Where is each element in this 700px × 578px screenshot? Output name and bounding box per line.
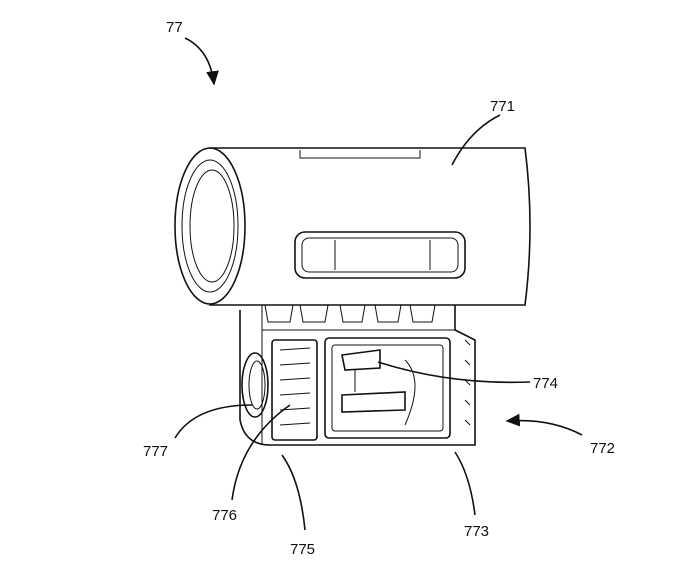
label-772: 772 [590, 440, 615, 457]
label-775: 775 [290, 541, 315, 558]
label-773: 773 [464, 523, 489, 540]
label-777: 777 [143, 443, 168, 460]
tube [174, 147, 531, 306]
arrow-77 [184, 37, 219, 86]
leader-777 [174, 404, 253, 439]
label-771: 771 [490, 98, 515, 115]
clip-assembly [239, 304, 476, 446]
leader-776 [231, 404, 291, 501]
leader-774 [377, 361, 531, 384]
leader-775 [281, 454, 306, 531]
leader-771 [451, 114, 501, 166]
label-77: 77 [166, 19, 183, 36]
leader-773 [454, 451, 476, 516]
arrow-772 [505, 413, 583, 436]
label-776: 776 [212, 507, 237, 524]
label-774: 774 [533, 375, 558, 392]
